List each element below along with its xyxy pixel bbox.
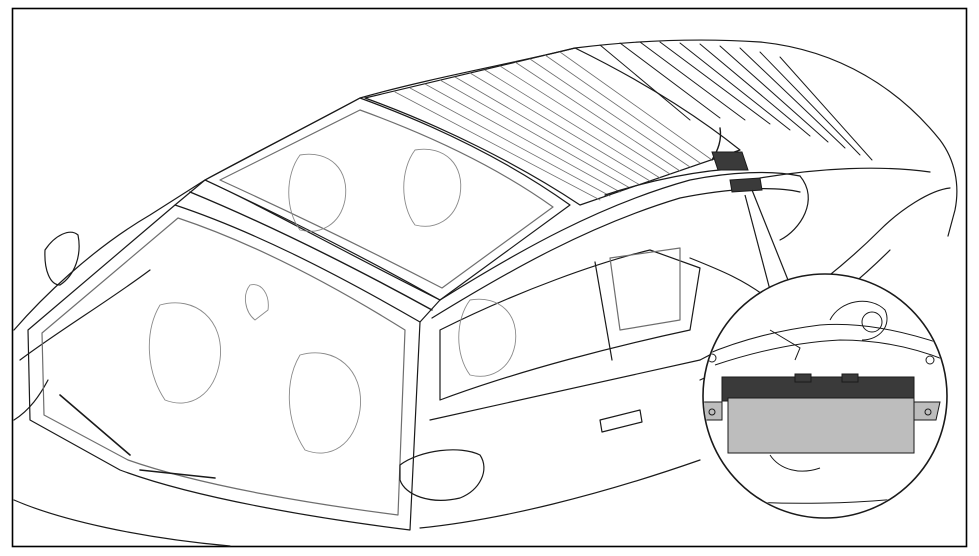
frame-border xyxy=(11,7,968,548)
hood-edge xyxy=(19,269,151,361)
door-lower xyxy=(419,459,701,529)
rear-quarter-window xyxy=(609,247,681,331)
a-pillar-left xyxy=(174,179,441,323)
detail-module-lid xyxy=(721,376,915,402)
bracket-right xyxy=(913,401,941,421)
body-lower-edge xyxy=(13,499,231,547)
roof-rail-right xyxy=(439,171,801,301)
detail-mechanism xyxy=(704,323,946,356)
front-glass-roof xyxy=(204,97,571,301)
mirror-right xyxy=(399,449,485,501)
mirror-left xyxy=(44,231,80,286)
door-line xyxy=(429,359,701,421)
fender-left xyxy=(13,379,49,421)
roof-rail-right-2 xyxy=(431,188,801,319)
rear-quarter xyxy=(779,175,809,241)
wiper-2 xyxy=(139,469,216,479)
detail-module-body xyxy=(727,397,915,454)
callout-detail xyxy=(702,273,948,519)
callout-leader xyxy=(744,194,771,291)
rear-deck xyxy=(759,167,931,179)
bolt-right xyxy=(925,355,935,365)
b-pillar xyxy=(594,261,613,361)
windshield-outer xyxy=(27,204,421,531)
side-window xyxy=(439,249,701,401)
roof-front-bar xyxy=(189,191,433,311)
control-module-small xyxy=(711,151,763,193)
roof-blind-slats xyxy=(394,51,713,201)
rear-louvres xyxy=(599,41,873,161)
door-handle xyxy=(599,409,643,433)
callout-leader-2 xyxy=(751,189,791,286)
roof-blind-outline xyxy=(364,47,741,206)
interior-seats xyxy=(148,148,517,454)
wiper-1 xyxy=(59,394,131,456)
windshield-inner xyxy=(41,217,406,516)
front-glass-roof-inner xyxy=(219,109,554,289)
